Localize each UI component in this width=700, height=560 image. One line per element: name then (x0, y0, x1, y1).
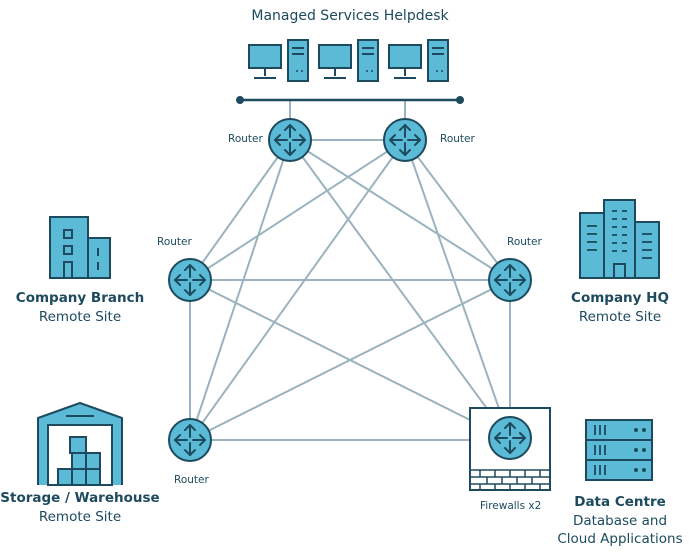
router-label-top-left: Router (228, 133, 263, 145)
site-sub-datacentre-line2: Cloud Applications (557, 531, 683, 547)
warehouse-icon (37, 402, 123, 486)
data-centre-server-icon (585, 419, 653, 481)
router-mid-right-icon (488, 258, 532, 302)
site-name-hq: Company HQ (571, 290, 669, 306)
router-label-mid-left: Router (157, 236, 192, 248)
router-label-mid-right: Router (507, 236, 542, 248)
firewall-label: Firewalls x2 (480, 500, 542, 512)
router-top-right-icon (383, 118, 427, 162)
site-sub-datacentre-line1: Database and (572, 513, 668, 529)
router-mid-left-icon (168, 258, 212, 302)
site-name-storage: Storage / Warehouse (0, 490, 160, 506)
router-top-left-icon (268, 118, 312, 162)
helpdesk-workstations (248, 39, 449, 82)
router-bottom-left-icon (168, 418, 212, 462)
site-sub-branch: Remote Site (38, 309, 122, 325)
page-title: Managed Services Helpdesk (251, 8, 449, 24)
hq-building-icon (579, 199, 660, 279)
workstation-3-icon (388, 39, 449, 82)
site-name-datacentre: Data Centre (574, 494, 666, 510)
mesh-links (189, 139, 511, 441)
branch-building-icon (49, 216, 111, 279)
router-label-bottom-left: Router (174, 474, 209, 486)
site-sub-storage: Remote Site (38, 509, 122, 525)
firewall-icon (469, 407, 551, 491)
workstation-2-icon (318, 39, 379, 82)
workstation-1-icon (248, 39, 309, 82)
site-sub-hq: Remote Site (578, 309, 662, 325)
site-name-branch: Company Branch (15, 290, 145, 306)
router-label-top-right: Router (440, 133, 475, 145)
